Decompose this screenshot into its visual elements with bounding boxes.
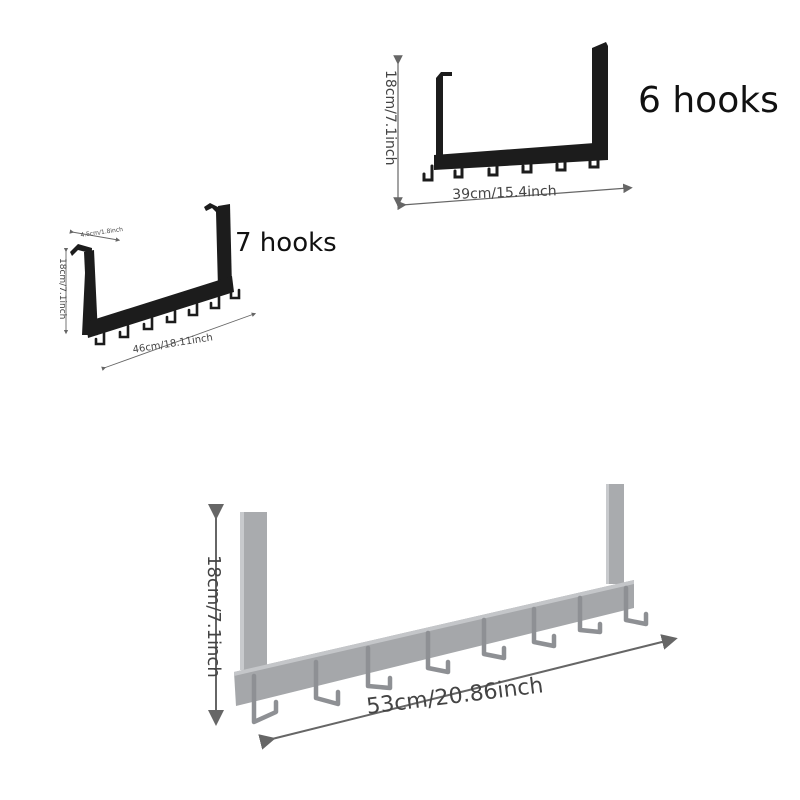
nine-hook-dimension-lines [208,504,678,750]
seven-hook-dimension-lines [63,229,257,371]
six-hook-hanger [422,42,608,182]
six-hook-dimension-lines [393,55,633,211]
six-hooks-label: 6 hooks [638,80,779,121]
seven-hook-height-label: 18cm/7.1inch [57,258,67,320]
seven-hook-hanger [70,203,241,346]
seven-hooks-label: 7 hooks [235,228,337,258]
six-hook-height-label: 18cm/7.1inch [382,70,398,166]
nine-hook-height-label: 18cm/7.1inch [203,555,224,678]
